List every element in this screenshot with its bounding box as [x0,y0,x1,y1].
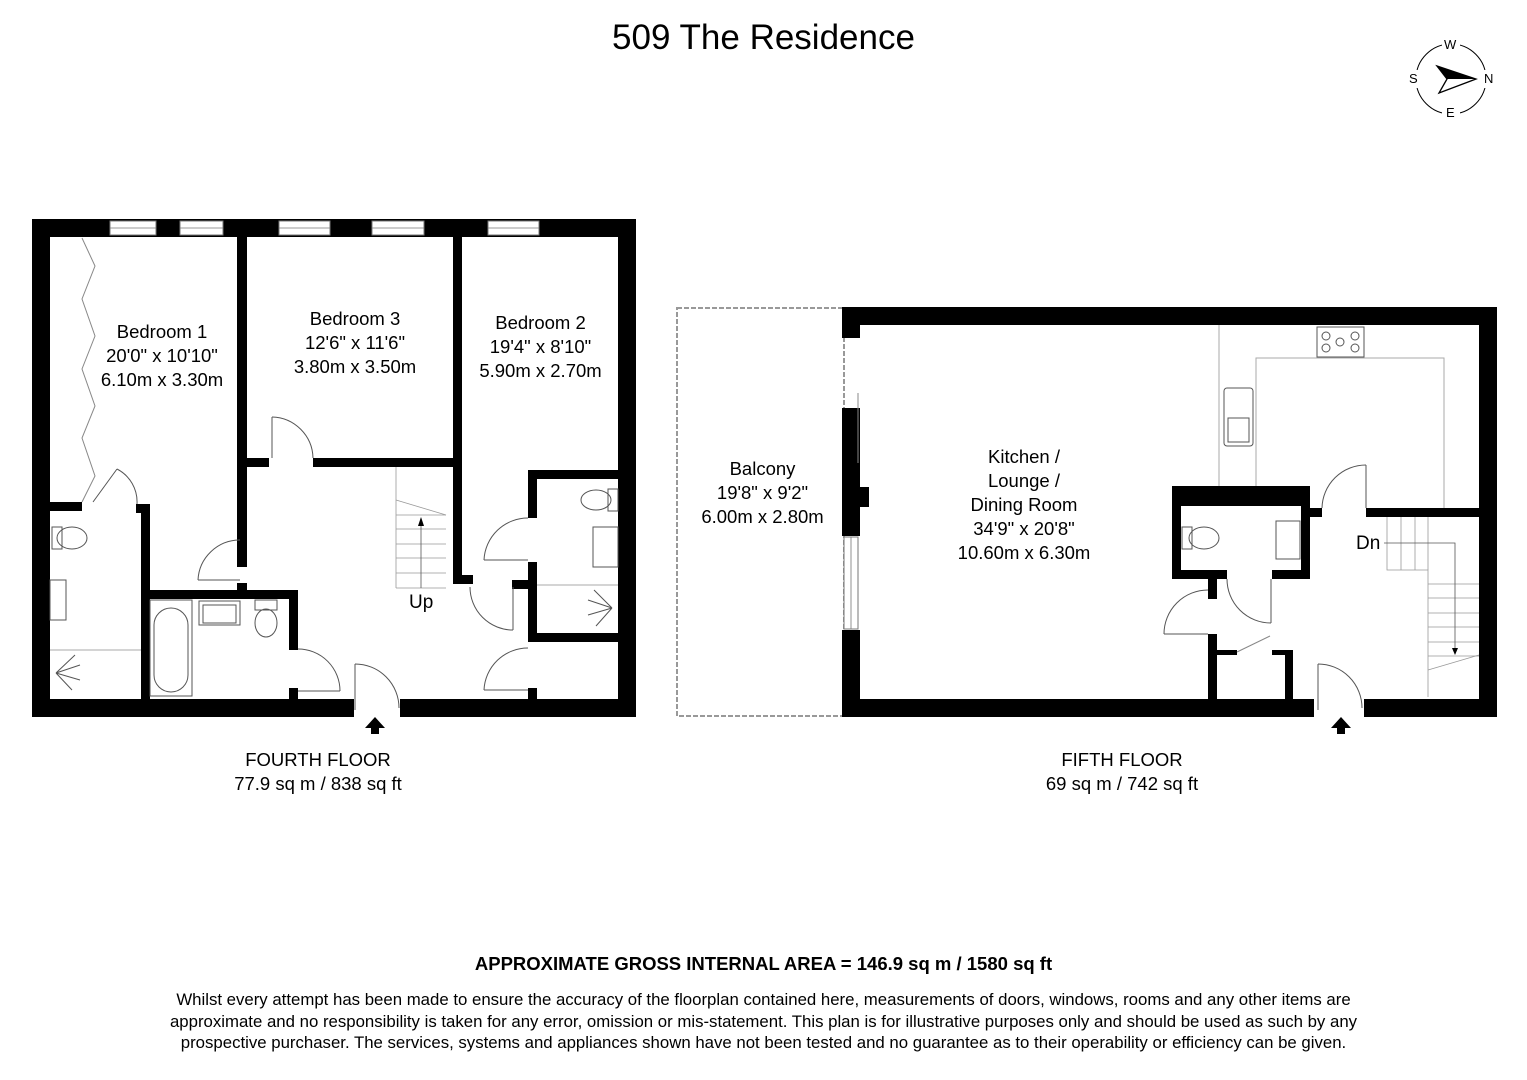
sink-icon [1223,387,1254,447]
room-name: Bedroom 3 [309,308,401,329]
fifth-floor-doors [1163,464,1367,710]
page-title: 509 The Residence [612,18,915,57]
room-name: Bedroom 2 [495,312,586,333]
stairs-up-label: Up [409,592,434,613]
fifth-floor-plan [676,307,1497,734]
room-bedroom-3: Bedroom 3 12'6" x 11'6" 3.80m x 3.50m [280,307,430,379]
fourth-floor-fixtures [49,488,619,697]
fourth-floor-doors [92,416,529,710]
room-imperial: 19'8" x 9'2" [716,482,809,503]
fourth-floor-stairs [395,467,447,589]
hob-icon [1316,326,1365,358]
disclaimer-line-1: Whilst every attempt has been made to en… [176,990,1351,1009]
disclaimer-line-3: prospective purchaser. The services, sys… [180,1033,1347,1052]
gross-internal-area: APPROXIMATE GROSS INTERNAL AREA = 146.9 … [474,953,1053,974]
floor-name: FIFTH FLOOR [1061,749,1183,770]
fifth-floor-caption: FIFTH FLOOR 69 sq m / 742 sq ft [972,748,1272,796]
compass-east: E [1446,105,1455,120]
kitchen-appliances [1223,326,1365,447]
room-metric: 5.90m x 2.70m [479,360,602,381]
stairs-down-arrow-icon [1452,648,1458,655]
disclaimer-line-2: approximate and no responsibility is tak… [169,1011,1358,1031]
room-imperial: 12'6" x 11'6" [304,332,406,353]
compass-south: S [1409,71,1418,86]
fourth-floor-plan [32,219,636,734]
compass-icon [1408,38,1494,120]
room-metric: 3.80m x 3.50m [293,356,417,377]
wardrobe-doors [81,237,96,503]
room-metric: 6.00m x 2.80m [701,506,824,527]
room-imperial: 20'0" x 10'10" [106,345,218,366]
room-name-line-1: Kitchen / [988,446,1060,467]
kitchen-counters [1218,325,1445,508]
compass-west: W [1444,37,1457,52]
disclaimer: Whilst every attempt has been made to en… [100,989,1427,1054]
room-name: Bedroom 1 [116,321,208,342]
room-balcony: Balcony 19'8" x 9'2" 6.00m x 2.80m [690,457,835,529]
fourth-floor-walls [32,219,636,717]
floor-name: FOURTH FLOOR [245,749,391,770]
stairs-up-arrow-icon [418,517,424,526]
fifth-floor-stairs [1384,517,1480,697]
floor-area: 77.9 sq m / 838 sq ft [234,773,402,794]
room-name-line-2: Lounge / [987,470,1060,491]
room-metric: 10.60m x 6.30m [957,542,1091,563]
room-kitchen-lounge-dining: Kitchen / Lounge / Dining Room 34'9" x 2… [944,445,1104,565]
room-bedroom-1: Bedroom 1 20'0" x 10'10" 6.10m x 3.30m [92,320,232,392]
fifth-floor-walls [842,307,1497,717]
floor-area: 69 sq m / 742 sq ft [1045,773,1199,794]
entrance-arrow-icon [365,717,385,734]
room-imperial: 19'4" x 8'10" [489,336,592,357]
stairs-down-label: Dn [1356,533,1381,554]
room-bedroom-2: Bedroom 2 19'4" x 8'10" 5.90m x 2.70m [468,311,613,383]
compass: W N S E [1406,34,1496,124]
room-imperial: 34'9" x 20'8" [973,518,1075,539]
compass-north: N [1484,71,1494,86]
room-metric: 6.10m x 3.30m [100,369,224,390]
room-name-line-3: Dining Room [970,494,1078,515]
entrance-arrow-icon [1331,717,1351,734]
fourth-floor-windows [109,220,540,236]
fifth-floor-fixtures [1181,520,1301,560]
room-name: Balcony [729,458,796,479]
fourth-floor-caption: FOURTH FLOOR 77.9 sq m / 838 sq ft [170,748,466,796]
